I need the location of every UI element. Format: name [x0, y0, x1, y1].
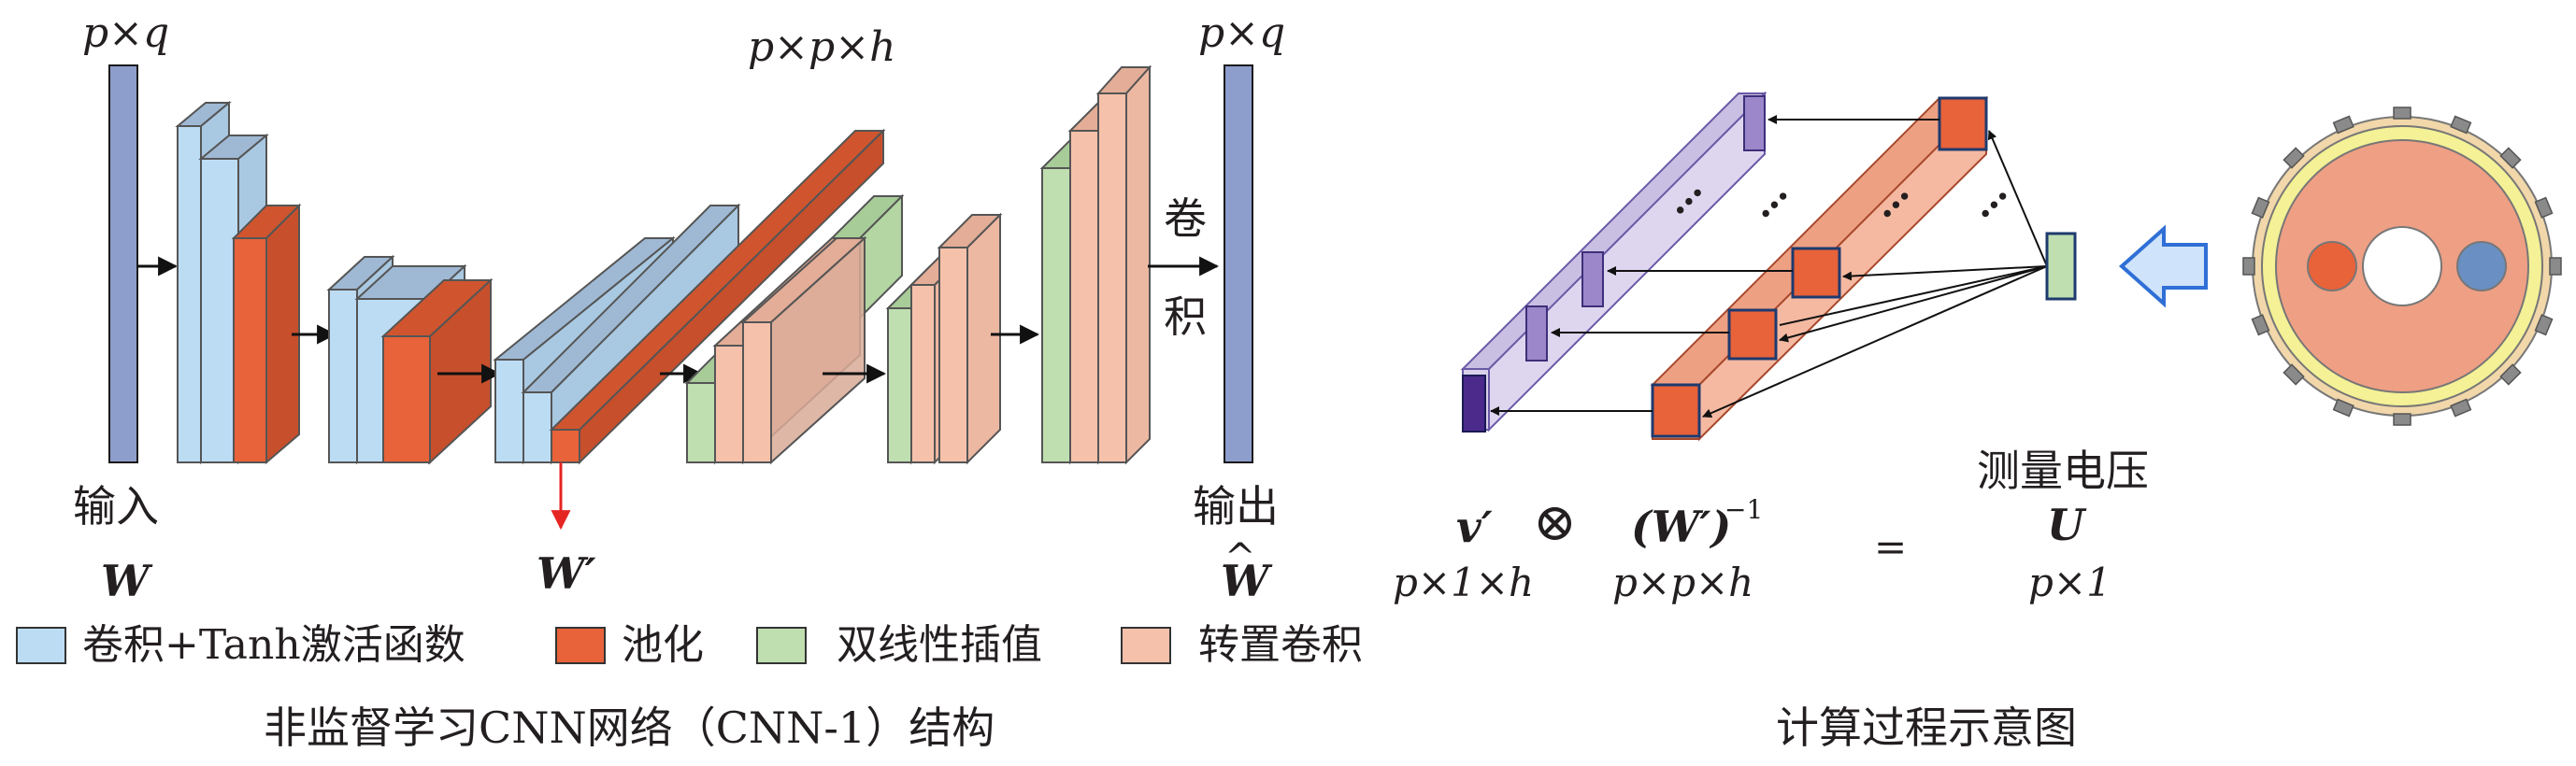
input-arrow-icon [2118, 224, 2208, 308]
legend-swatch-pool [555, 627, 606, 664]
legend-label-bilinear: 双线性插值 [837, 621, 1042, 669]
u-dim: p×1 [2028, 560, 2111, 605]
w-inverse-exponent: −1 [1724, 494, 1763, 525]
conv-block-2 [326, 254, 494, 465]
w-matrix-cell [1938, 96, 1988, 151]
middle-dim-label: p×p×h [748, 23, 895, 71]
measured-voltage-label: 测量电压 [1977, 446, 2149, 496]
w-matrix-cell [1727, 308, 1778, 361]
legend-label-transpose: 转置卷积 [1198, 621, 1363, 669]
ellipsis-dots: … [1958, 169, 2016, 227]
w-matrix-cell [1651, 383, 1701, 438]
v-dim: p×1×h [1393, 560, 1534, 605]
legend: 卷积+Tanh激活函数 池化 双线性插值 转置卷积 [16, 621, 1363, 669]
output-hat: ^ [1224, 536, 1256, 579]
sensor-cross-section [2242, 106, 2562, 426]
upsample-block-3 [1039, 64, 1152, 465]
output-label: 输出 [1193, 481, 1279, 532]
red-inclusion [2307, 241, 2357, 291]
output-layer [1224, 64, 1253, 463]
conv-label-top: 卷 [1164, 193, 1207, 244]
inner-void [2362, 226, 2442, 306]
u-symbol: U [2047, 500, 2087, 550]
computation-diagram: … … … … [1393, 91, 2562, 753]
conv-block-1 [175, 100, 302, 465]
ellipsis-dots: … [1739, 169, 1796, 227]
input-dim-label: p×q [82, 9, 169, 57]
blue-inclusion [2456, 241, 2507, 291]
legend-swatch-bilinear [756, 627, 807, 664]
input-layer [108, 64, 138, 463]
v-vector-end [1462, 375, 1486, 433]
legend-swatch-transpose [1121, 627, 1171, 664]
cnn-structure: p×q p× [73, 9, 1285, 606]
v-symbol: v′ [1456, 502, 1493, 552]
pool-symbol: W′ [537, 548, 596, 599]
output-dim-label: p×q [1198, 9, 1285, 57]
conv-block-3 [493, 128, 886, 465]
electrode-array [2242, 106, 2562, 426]
otimes-icon: ⊗ [1533, 492, 1577, 553]
conv-label-bottom: 积 [1164, 291, 1207, 342]
output-symbol: W [1221, 556, 1273, 606]
legend-label-pool: 池化 [622, 621, 704, 669]
right-caption: 计算过程示意图 [1776, 702, 2077, 753]
w-inverse: (W′) [1631, 502, 1731, 552]
legend-label-conv: 卷积+Tanh激活函数 [82, 621, 465, 669]
upsample-block-1 [684, 193, 905, 465]
input-label: 输入 [73, 481, 159, 532]
w-dim: p×p×h [1612, 560, 1753, 605]
legend-swatch-conv [16, 627, 66, 664]
upsample-block-2 [885, 212, 1003, 465]
w-matrix-cell [1791, 247, 1841, 299]
equals-sign: = [1874, 524, 1907, 570]
input-symbol: W [101, 556, 153, 606]
left-caption: 非监督学习CNN网络（CNN-1）结构 [264, 702, 995, 753]
u-vector [2045, 232, 2077, 301]
